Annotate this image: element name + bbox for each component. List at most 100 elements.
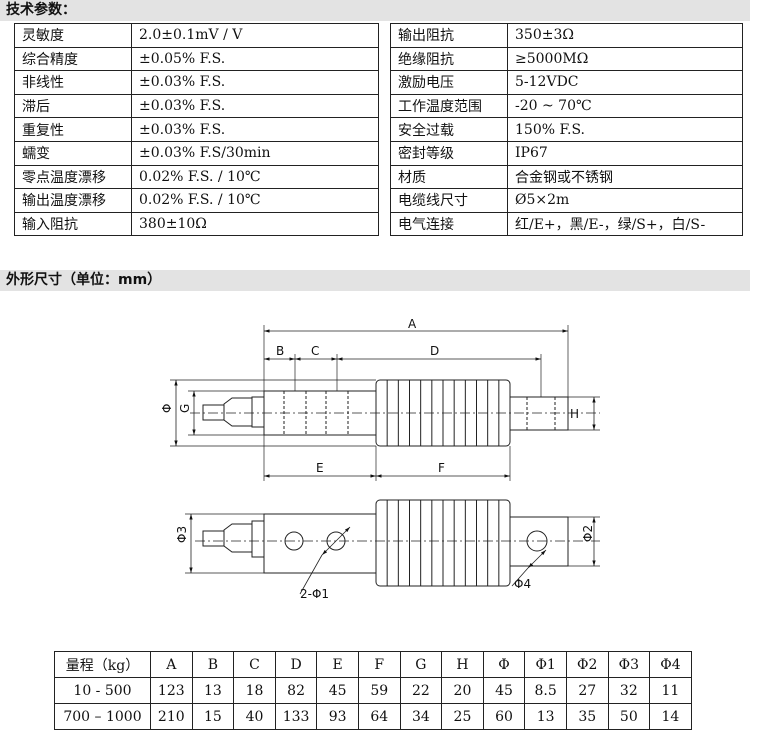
dimension-cell: 14 [649, 703, 692, 730]
dimension-cell: 93 [316, 703, 359, 730]
label-B: B [276, 344, 284, 358]
section-title-specs: 技术参数： [0, 0, 750, 21]
spec-label: 工作温度范围 [390, 93, 508, 119]
dimension-cell: 64 [357, 703, 401, 730]
spec-label: 密封等级 [390, 140, 508, 166]
spec-value: Ø5×2m [507, 188, 743, 213]
dimension-header-cell: E [316, 651, 359, 678]
spec-label: 激励电压 [390, 70, 508, 95]
dimension-cell: 27 [565, 677, 609, 704]
dimension-cell: 34 [399, 703, 443, 730]
spec-gap [378, 70, 391, 95]
label-phi: Φ [160, 404, 174, 413]
spec-label: 综合精度 [14, 46, 132, 72]
dimension-cell: 18 [233, 677, 276, 704]
dimension-cell: 8.5 [524, 677, 567, 704]
spec-value: IP67 [507, 140, 743, 166]
label-C: C [311, 344, 319, 358]
dimension-header-cell: Φ [482, 651, 526, 678]
label-H: H [570, 407, 579, 421]
dimension-header-cell: H [441, 651, 484, 678]
spec-value: 5-12VDC [507, 70, 743, 95]
label-F: F [438, 461, 445, 475]
dimension-cell: 13 [524, 703, 567, 730]
spec-gap [378, 47, 391, 71]
dimension-header-cell: C [233, 651, 276, 678]
dimension-cell: 22 [399, 677, 443, 704]
dimension-header-cell: F [357, 651, 401, 678]
dimension-cell: 40 [233, 703, 276, 730]
spec-value: 2.0±0.1mV / V [131, 23, 379, 48]
dimension-cell: 13 [191, 677, 235, 704]
spec-label: 重复性 [14, 117, 132, 142]
spec-gap [378, 141, 391, 166]
spec-label: 安全过载 [390, 117, 508, 142]
dimension-cell: 10 - 500 [54, 677, 151, 704]
dimension-cell: 45 [482, 677, 526, 704]
dimension-cell: 59 [357, 677, 401, 704]
spec-gap [378, 117, 391, 142]
dimension-header-cell: Φ1 [524, 651, 567, 678]
spec-value: 380±10Ω [131, 211, 379, 237]
dimension-header-cell: Φ3 [607, 651, 651, 678]
dimension-cell: 82 [274, 677, 318, 704]
dimension-header-cell: G [399, 651, 443, 678]
spec-label: 输入阻抗 [14, 211, 132, 237]
dimension-cell: 11 [649, 677, 692, 704]
dimension-cell: 50 [607, 703, 651, 730]
label-G: G [178, 404, 192, 413]
spec-gap [378, 188, 391, 213]
label-phi2: Φ2 [581, 525, 595, 542]
spec-label: 滞后 [14, 93, 132, 119]
dimension-header-cell: B [191, 651, 235, 678]
dimension-header-cell: Φ2 [565, 651, 609, 678]
spec-value: 0.02% F.S. / 10℃ [131, 164, 379, 190]
section-title-dimensions: 外形尺寸（单位：mm） [0, 270, 750, 291]
spec-value: ±0.03% F.S. [131, 70, 379, 95]
spec-label: 材质 [390, 164, 508, 190]
spec-value: 350±3Ω [507, 23, 743, 48]
spec-value: 合金钢或不锈钢 [507, 164, 743, 190]
dimension-cell: 60 [482, 703, 526, 730]
label-A: A [408, 317, 417, 331]
spec-label: 电气连接 [390, 211, 508, 237]
spec-row: 滞后±0.03% F.S.工作温度范围-20 ~ 70℃ [14, 93, 743, 119]
label-phi4: Φ4 [514, 577, 531, 591]
dimension-cell: 133 [274, 703, 318, 730]
spec-gap [378, 23, 391, 48]
spec-label: 灵敏度 [14, 23, 132, 48]
spec-value: ±0.03% F.S. [131, 93, 379, 119]
spec-label: 非线性 [14, 70, 132, 95]
spec-label: 零点温度漂移 [14, 164, 132, 190]
spec-label: 蠕变 [14, 140, 132, 166]
spec-value: ±0.03% F.S. [131, 117, 379, 142]
dimension-cell: 45 [316, 677, 359, 704]
spec-value: 红/E+，黑/E-，绿/S+，白/S- [507, 211, 743, 237]
label-E: E [316, 461, 324, 475]
dimension-cell: 15 [191, 703, 235, 730]
label-phi1: 2-Φ1 [300, 587, 329, 601]
label-phi3: Φ3 [175, 526, 189, 543]
spec-gap [378, 165, 391, 189]
spec-value: ±0.03% F.S/30min [131, 140, 379, 166]
spec-value: ≥5000MΩ [507, 46, 743, 72]
dimension-cell: 35 [565, 703, 609, 730]
spec-label: 电缆线尺寸 [390, 188, 508, 213]
dimension-cell: 25 [441, 703, 484, 730]
spec-value: 0.02% F.S. / 10℃ [131, 188, 379, 213]
spec-gap [378, 212, 391, 236]
dimension-header-cell: D [274, 651, 318, 678]
spec-label: 绝缘阻抗 [390, 46, 508, 72]
label-D: D [430, 344, 439, 358]
dimension-drawing: A B C D E F Φ G H Φ3 Φ2 2-Φ1 Φ4 [160, 317, 600, 601]
